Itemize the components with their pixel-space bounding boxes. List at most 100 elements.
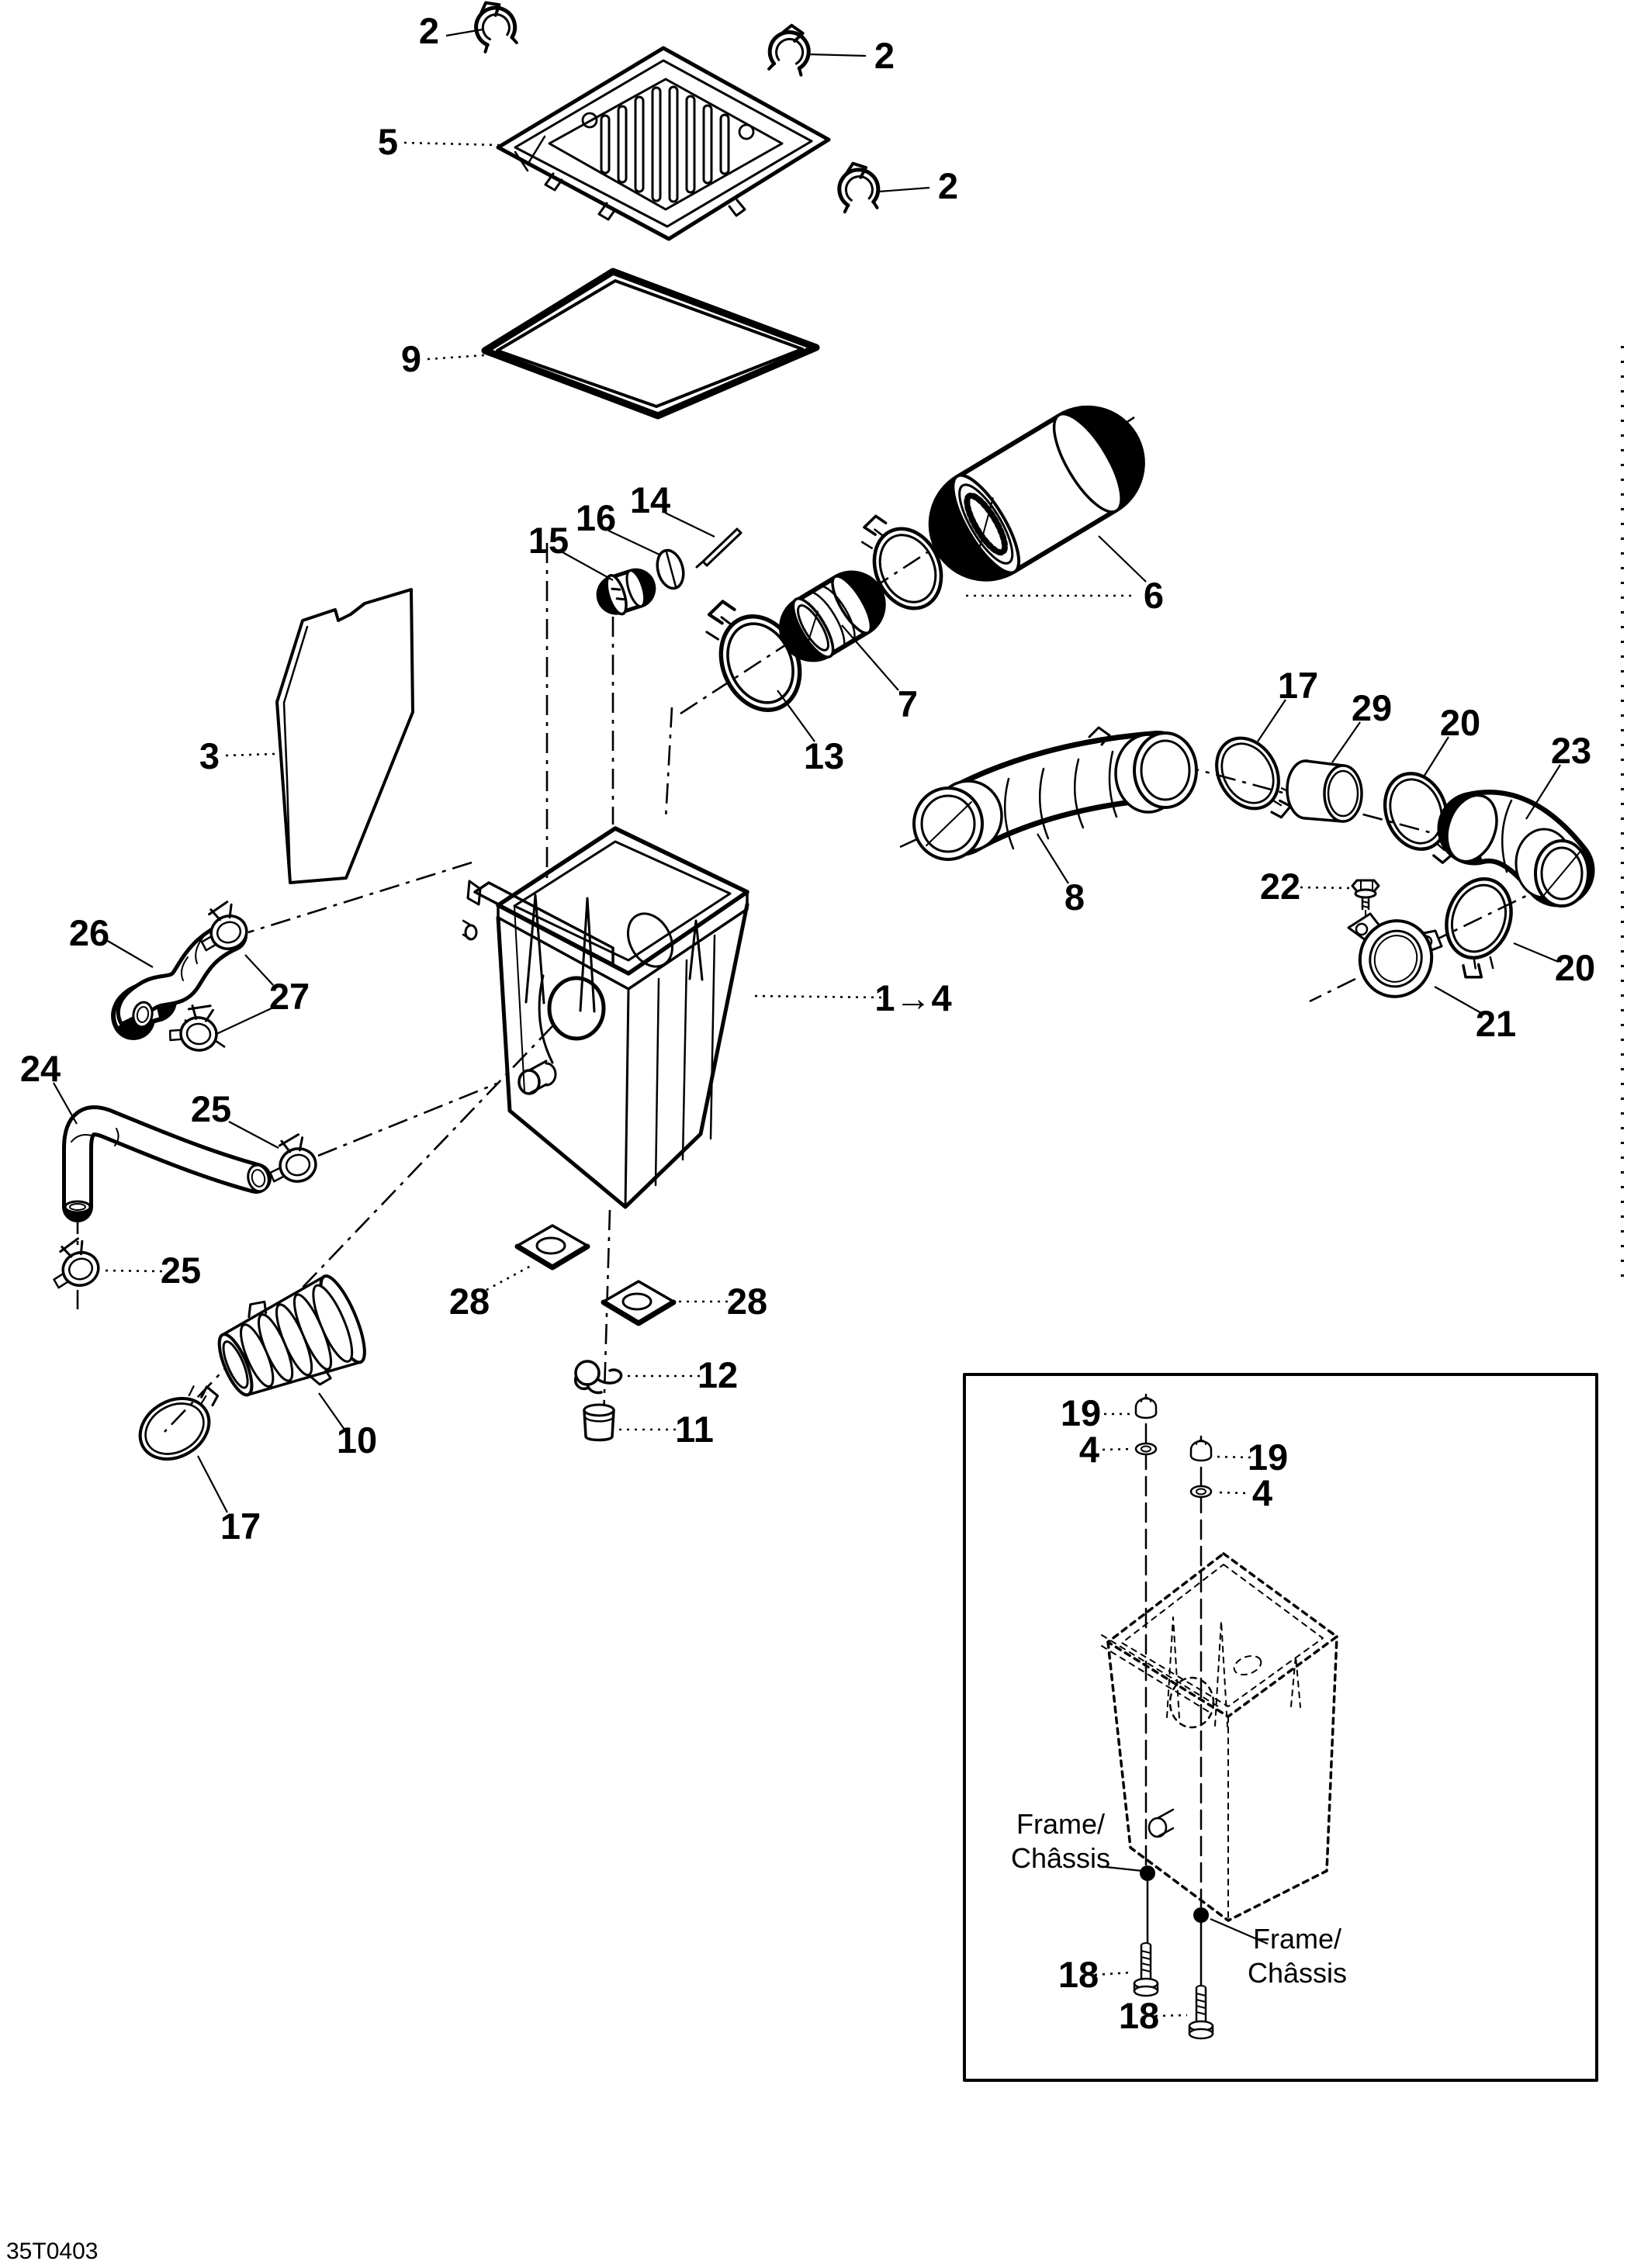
callout-number: 4	[1252, 1472, 1272, 1513]
callout-number: 27	[269, 976, 310, 1017]
callout-number: 17	[1278, 665, 1318, 706]
callout-23-14: 23	[1525, 730, 1591, 820]
callout-15-7: 15	[528, 520, 614, 581]
intake-duct-part23	[1437, 790, 1595, 908]
leader-line	[1154, 2014, 1188, 2017]
callout-8-15: 8	[1037, 833, 1085, 918]
leader-line	[878, 186, 930, 193]
cap-part11	[583, 1403, 615, 1442]
callout-20-13: 20	[1422, 702, 1480, 779]
leader-line	[1300, 886, 1354, 890]
callout-6-8: 6	[964, 535, 1164, 616]
clamp-part17-right	[1204, 727, 1300, 835]
callout-17-29: 17	[197, 1455, 261, 1547]
callout-7-9: 7	[841, 624, 918, 724]
leader-line	[225, 752, 275, 757]
leader-line	[1098, 535, 1147, 583]
leader-line	[562, 551, 614, 581]
callout-number: 26	[69, 912, 109, 953]
callout-19-34: 19	[1214, 1437, 1288, 1478]
intake-elbow-part8	[912, 726, 1198, 861]
callout-29-12: 29	[1331, 687, 1392, 763]
clamp-part27-b	[166, 999, 222, 1054]
plug-part15	[596, 568, 656, 616]
bellows-part10	[217, 1274, 366, 1397]
leader-line	[216, 1007, 274, 1035]
leader-line	[1098, 1865, 1143, 1872]
callout-25-23: 25	[102, 1250, 201, 1291]
leader-line	[1331, 721, 1361, 763]
bolt-part18-left	[1133, 1941, 1159, 1997]
callout-25-22: 25	[191, 1088, 279, 1149]
gasket-part28-left	[514, 1224, 590, 1271]
leader-line	[53, 1082, 78, 1125]
callout-number: 5	[378, 121, 398, 162]
callout-number: 6	[1144, 575, 1164, 616]
callout-19-32: 19	[1061, 1392, 1134, 1433]
construction-lines	[76, 346, 1624, 1433]
callout-number: 20	[1555, 947, 1595, 988]
clamp-part2-a	[470, 0, 520, 53]
leader-line	[1094, 1971, 1132, 1976]
airbox-cover-part5	[496, 46, 831, 241]
callout-number: 2	[938, 165, 958, 206]
callout-number: 29	[1352, 687, 1392, 728]
callout-18-36: 18	[1058, 1954, 1132, 1995]
leader-line	[1434, 986, 1482, 1014]
leader-line	[244, 954, 274, 986]
callout-number: 19	[1061, 1392, 1101, 1433]
callout-3-18: 3	[199, 735, 275, 776]
callout-number: 25	[191, 1088, 231, 1129]
callout-12-26: 12	[621, 1354, 738, 1395]
callout-number: 18	[1058, 1954, 1099, 1995]
leader-line	[664, 512, 715, 538]
leader-line	[608, 530, 662, 556]
callout-number: 13	[804, 735, 844, 776]
filter-adaptor-part7	[778, 570, 886, 662]
callout-number: 28	[727, 1281, 767, 1322]
callout-number: 9	[401, 338, 421, 379]
leader-line	[808, 53, 867, 57]
drawing-number: 35T0403	[6, 2239, 98, 2264]
callout-27-20: 27	[216, 954, 310, 1035]
frame-chassis-text-line: Frame/	[1016, 1808, 1105, 1840]
callout-number: 16	[576, 497, 616, 538]
air-filter-part6	[928, 405, 1145, 582]
callout-number: 24	[20, 1048, 61, 1089]
leader-line	[197, 1455, 228, 1513]
clamp-part17-bottom	[129, 1378, 235, 1471]
flange-part21	[1347, 912, 1443, 998]
nut-part19-right	[1189, 1439, 1213, 1462]
callout-14-5: 14	[630, 479, 715, 538]
airbox-part1-4	[462, 826, 749, 1209]
callout-11-27: 11	[618, 1409, 714, 1450]
callout-4-35: 4	[1214, 1472, 1272, 1513]
leader-line	[1422, 736, 1449, 779]
leader-line	[841, 624, 899, 691]
callout-21-31: 21	[1434, 986, 1516, 1044]
leader-line	[486, 1264, 533, 1291]
callout-number: 2	[419, 10, 439, 51]
callout-number: 4	[1079, 1429, 1099, 1470]
clip-part12	[573, 1360, 623, 1395]
disc-part16	[656, 548, 685, 590]
callout-26-19: 26	[69, 912, 154, 968]
callout-28-24: 28	[449, 1264, 533, 1322]
inset-spout	[1148, 1808, 1175, 1838]
frame-chassis-text-line: Châssis	[1011, 1842, 1110, 1874]
callout-number: 17	[220, 1506, 261, 1547]
callout-24-21: 24	[20, 1048, 78, 1125]
callout-14-17: 1→4	[752, 977, 952, 1018]
callout-number: 20	[1440, 702, 1480, 743]
gasket-part28-right	[601, 1280, 677, 1326]
inset-border	[963, 1373, 1598, 2082]
inset-dashed-airbox	[1101, 1552, 1338, 1922]
callout-number: 7	[898, 683, 918, 724]
leader-line	[1214, 1491, 1246, 1495]
deflector-part3	[275, 588, 414, 884]
callout-28-25: 28	[678, 1281, 767, 1322]
callout-9-4: 9	[401, 338, 485, 379]
clamp-part25-b	[42, 1233, 105, 1296]
callout-number: 23	[1551, 730, 1591, 771]
